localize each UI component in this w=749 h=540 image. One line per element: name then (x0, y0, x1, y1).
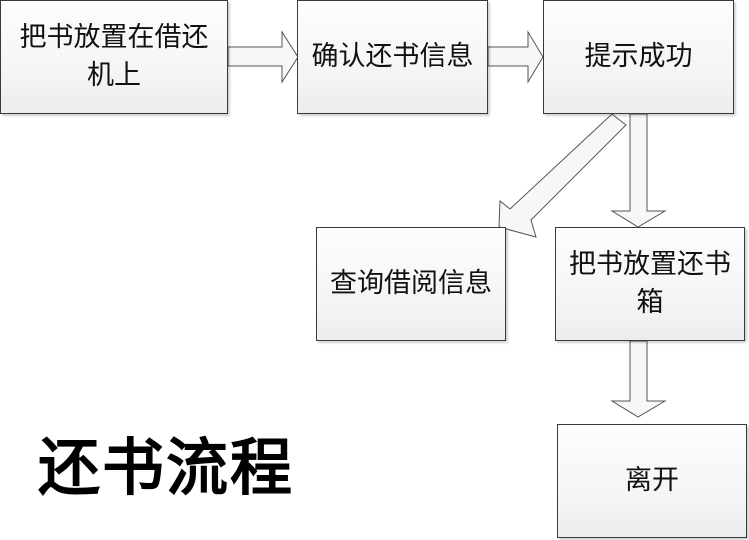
arrow-confirm-to-success (487, 30, 544, 84)
node-place-on-machine: 把书放置在借还机上 (0, 0, 228, 114)
node-confirm-return-info: 确认还书信息 (297, 0, 488, 114)
diagram-title: 还书流程 (38, 431, 295, 504)
node-label: 查询借阅信息 (330, 268, 492, 299)
arrow-success-to-return-box (610, 113, 667, 228)
node-leave: 离开 (557, 424, 747, 538)
node-prompt-success: 提示成功 (543, 0, 734, 114)
node-place-in-return-box: 把书放置还书箱 (555, 227, 745, 341)
arrow-return-box-to-leave (610, 340, 667, 418)
arrow-place-to-confirm (227, 30, 299, 84)
node-query-borrow-info: 查询借阅信息 (316, 227, 506, 341)
node-label: 把书放置还书箱 (569, 249, 731, 318)
node-label: 离开 (625, 465, 679, 496)
node-label: 确认还书信息 (311, 41, 474, 72)
node-label: 把书放置在借还机上 (19, 22, 209, 91)
node-label: 提示成功 (584, 41, 693, 72)
arrow-success-to-query (498, 113, 627, 238)
